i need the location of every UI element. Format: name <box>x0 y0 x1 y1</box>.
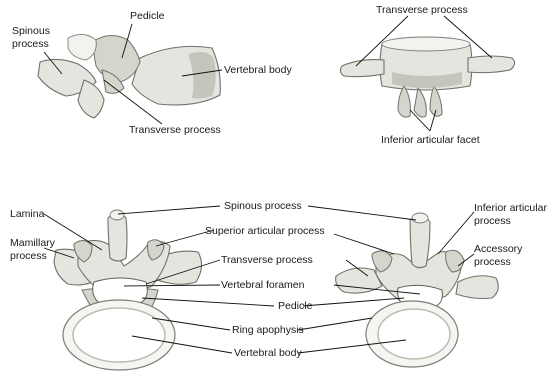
label-vertebral-body: Vertebral body <box>234 347 302 359</box>
label-superior-articular-process: Superior articular process <box>205 225 325 237</box>
label-vertebral-foramen: Vertebral foramen <box>221 279 304 291</box>
label-lateral-pedicle: Pedicle <box>130 10 164 22</box>
label-inferior-articular-line2: process <box>474 215 511 227</box>
label-transverse-process: Transverse process <box>221 254 313 266</box>
label-accessory-line2: process <box>474 256 511 268</box>
label-inferior-articular-line1: Inferior articular <box>474 202 547 214</box>
label-lateral-transverse-process: Transverse process <box>129 124 221 136</box>
label-ring-apophysis: Ring apophysis <box>232 324 304 336</box>
label-posterior-inferior-articular-facet: Inferior articular facet <box>381 134 480 146</box>
label-lateral-spinous-line2: process <box>12 38 49 50</box>
label-lamina: Lamina <box>10 208 44 220</box>
lateral-view-vertebra <box>38 34 220 118</box>
label-posterior-transverse-process: Transverse process <box>376 4 468 16</box>
label-lateral-vertebral-body: Vertebral body <box>224 64 292 76</box>
label-spinous-process: Spinous process <box>224 200 302 212</box>
label-lateral-spinous-line1: Spinous <box>12 25 50 37</box>
superior-view-right-vertebra <box>336 213 499 367</box>
label-accessory-line1: Accessory <box>474 243 522 255</box>
label-mamillary-line2: process <box>10 250 47 262</box>
label-pedicle: Pedicle <box>278 300 312 312</box>
label-mamillary-line1: Mamillary <box>10 237 55 249</box>
posterior-view-vertebra <box>340 37 514 117</box>
